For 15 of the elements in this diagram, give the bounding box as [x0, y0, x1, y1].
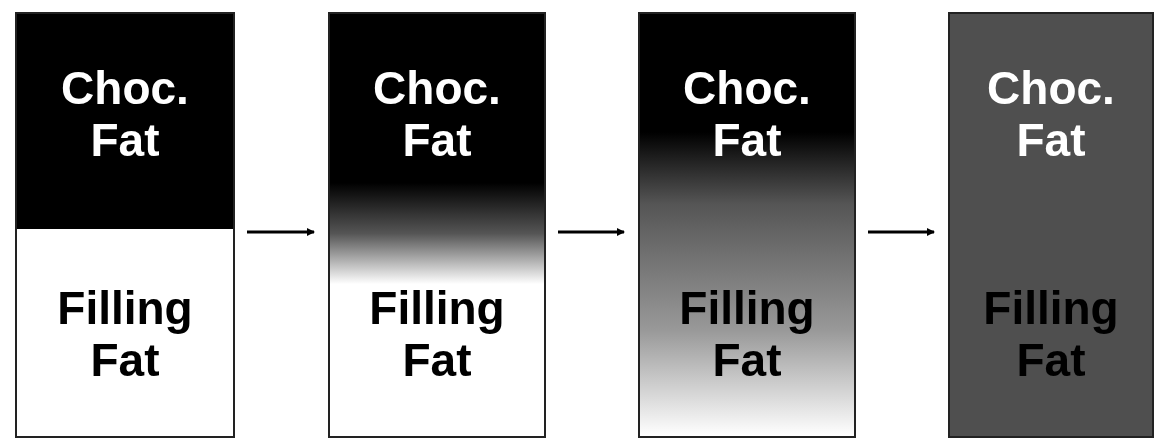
layer-label: Filling Fat — [678, 282, 816, 386]
layer-box — [15, 12, 235, 438]
layer-label: Choc. Fat — [60, 62, 190, 166]
layer-box — [328, 12, 546, 438]
layer-label: Filling Fat — [56, 282, 194, 386]
layer-label: Choc. Fat — [986, 62, 1116, 166]
arrow — [247, 228, 315, 236]
layer-label: Filling Fat — [982, 282, 1120, 386]
layer-box — [638, 12, 856, 438]
layer-label: Choc. Fat — [372, 62, 502, 166]
layer-label: Filling Fat — [368, 282, 506, 386]
arrow — [558, 228, 625, 236]
layer-label: Choc. Fat — [682, 62, 812, 166]
arrow — [868, 228, 935, 236]
layer-box — [948, 12, 1154, 438]
